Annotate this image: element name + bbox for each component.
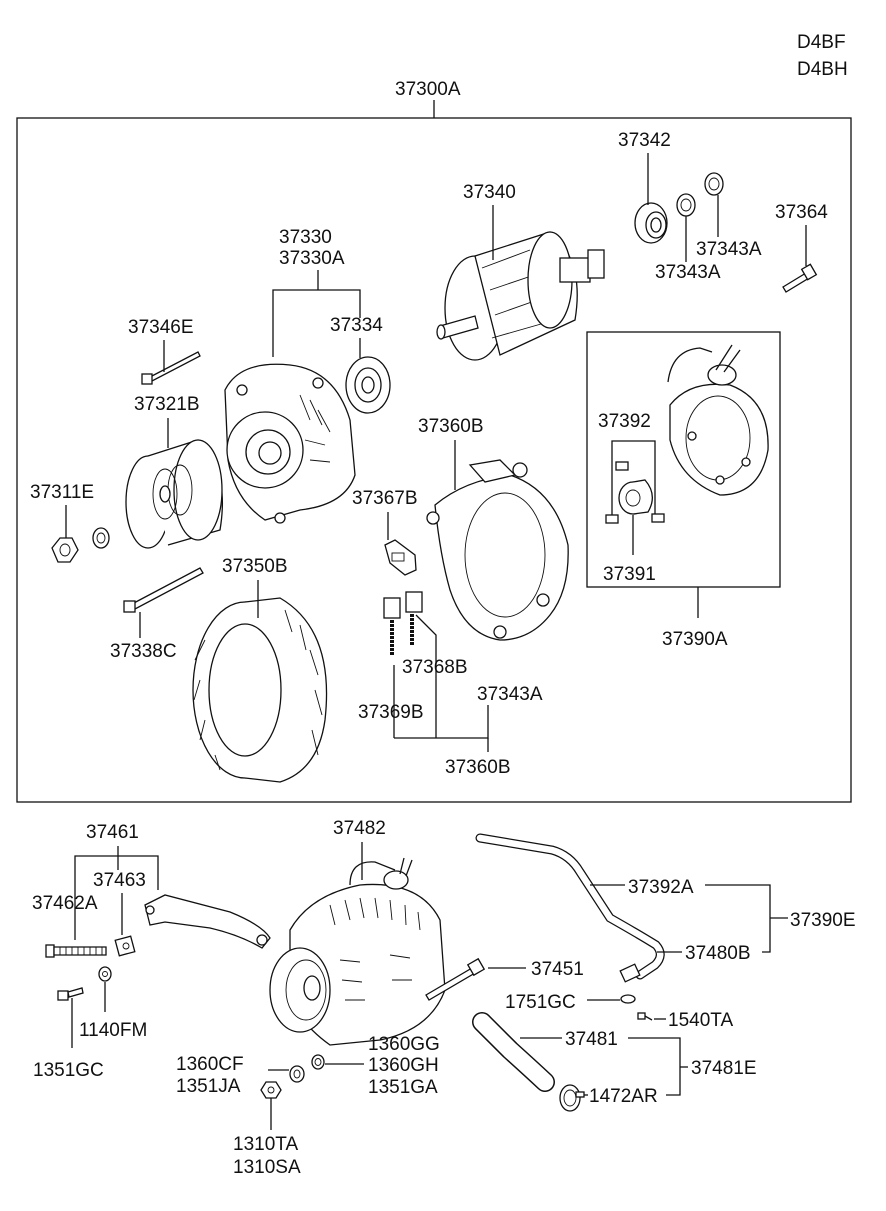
oil-hose-part (472, 1012, 555, 1092)
label-1360GG[interactable]: 1360GG (368, 1034, 440, 1055)
bolt-1140FM-part (98, 966, 112, 982)
label-1310SA[interactable]: 1310SA (233, 1157, 301, 1178)
label-37369B[interactable]: 37369B (358, 702, 424, 723)
label-1472AR[interactable]: 1472AR (589, 1086, 658, 1107)
washer-1360GG-part (311, 1054, 325, 1070)
label-37334[interactable]: 37334 (330, 315, 383, 336)
rear-bearing-part (634, 202, 668, 244)
front-bracket-part (224, 363, 356, 524)
label-37390E[interactable]: 37390E (790, 910, 856, 931)
label-37338C[interactable]: 37338C (110, 641, 177, 662)
label-37360B-assembly[interactable]: 37360B (445, 757, 511, 778)
label-1351GC[interactable]: 1351GC (33, 1060, 104, 1081)
rotor-part (436, 231, 605, 361)
pivot-bolt-part (425, 957, 486, 1001)
bolt-1351GC-part (57, 987, 84, 1001)
bracket-clip-part (114, 935, 136, 957)
stator-part (192, 597, 328, 783)
label-37343A-cover-1[interactable]: 37343A (696, 239, 762, 260)
label-37392[interactable]: 37392 (598, 411, 651, 432)
brush-part (383, 591, 423, 655)
rear-bracket-part (426, 459, 569, 641)
label-37330A[interactable]: 37330A (279, 248, 345, 269)
gasket-part (620, 994, 636, 1004)
alternator-part (269, 857, 446, 1046)
pump-rotor-part (618, 479, 653, 515)
label-37300A[interactable]: 37300A (395, 79, 461, 100)
vacuum-pump-part (667, 344, 769, 496)
bearing-cover-2 (704, 172, 724, 196)
engine-code-1: D4BF (797, 32, 846, 53)
pulley-part (125, 439, 223, 549)
label-37360B-bracket[interactable]: 37360B (418, 416, 484, 437)
pump-vane-part (605, 461, 665, 524)
label-1140FM[interactable]: 1140FM (79, 1020, 147, 1041)
label-37451[interactable]: 37451 (531, 959, 584, 980)
label-37481[interactable]: 37481 (565, 1029, 618, 1050)
label-37462A[interactable]: 37462A (32, 893, 98, 914)
label-37350B[interactable]: 37350B (222, 556, 288, 577)
label-37392A[interactable]: 37392A (628, 877, 694, 898)
label-1351JA[interactable]: 1351JA (176, 1076, 241, 1097)
engine-code-2: D4BH (797, 59, 848, 80)
label-37311E[interactable]: 37311E (30, 482, 94, 503)
vacuum-pipe-part (475, 833, 665, 983)
label-37343A-cover-2[interactable]: 37343A (655, 262, 721, 283)
label-1351GA[interactable]: 1351GA (368, 1077, 438, 1098)
label-1310TA[interactable]: 1310TA (233, 1134, 298, 1155)
label-37391[interactable]: 37391 (603, 564, 656, 585)
label-37321B[interactable]: 37321B (134, 394, 200, 415)
label-37482[interactable]: 37482 (333, 818, 386, 839)
label-37343A-brush-cover[interactable]: 37343A (477, 684, 543, 705)
label-37481E[interactable]: 37481E (691, 1058, 757, 1079)
label-37463[interactable]: 37463 (93, 870, 146, 891)
label-1360CF[interactable]: 1360CF (176, 1054, 244, 1075)
label-37342[interactable]: 37342 (618, 130, 671, 151)
label-1751GC[interactable]: 1751GC (505, 992, 576, 1013)
label-1360GH[interactable]: 1360GH (368, 1055, 439, 1076)
long-bolt-part (141, 351, 201, 385)
nut-part (51, 527, 110, 563)
label-37340[interactable]: 37340 (463, 182, 516, 203)
label-37364[interactable]: 37364 (775, 202, 828, 223)
label-37346E[interactable]: 37346E (128, 317, 194, 338)
washer-1360CF-part (289, 1065, 305, 1083)
vacuum-pump-frame (586, 331, 781, 588)
label-37480B[interactable]: 37480B (685, 943, 751, 964)
label-1540TA[interactable]: 1540TA (668, 1010, 733, 1031)
front-bearing-part (345, 356, 391, 414)
bearing-cover-1 (676, 193, 696, 217)
label-37461[interactable]: 37461 (86, 822, 139, 843)
clamp-part (559, 1084, 585, 1112)
brush-holder-part (384, 539, 417, 576)
bolt-1540TA-part (637, 1012, 653, 1021)
label-37367B[interactable]: 37367B (352, 488, 418, 509)
label-37330[interactable]: 37330 (279, 227, 332, 248)
bracket-part (144, 894, 271, 949)
screw-part (782, 263, 818, 293)
bracket-bolt-part (45, 944, 107, 958)
label-37390A[interactable]: 37390A (662, 629, 728, 650)
nut-1310TA-part (260, 1081, 282, 1099)
through-bolt-part (123, 567, 204, 613)
label-37368B[interactable]: 37368B (402, 657, 468, 678)
